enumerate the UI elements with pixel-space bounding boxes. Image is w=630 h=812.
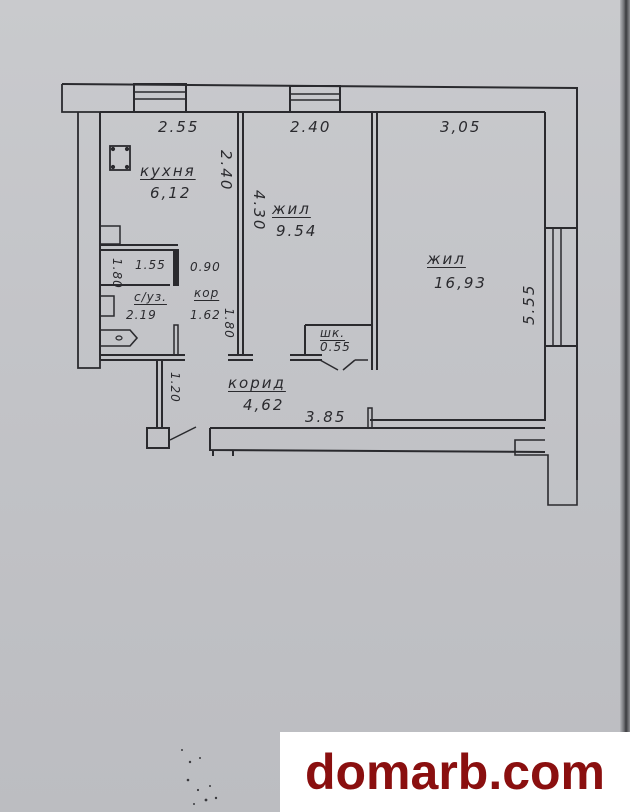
living1-depth: 4.30	[250, 190, 268, 232]
window-living1-icon	[289, 85, 341, 113]
window-kitchen-icon	[133, 83, 187, 113]
hallway-small-label: кор	[194, 286, 220, 300]
scan-edge	[620, 0, 630, 812]
living2-width: 3,05	[440, 118, 482, 136]
stove-icon	[109, 145, 131, 171]
living1-label: жил	[272, 200, 311, 218]
watermark-banner: domarb.com	[280, 732, 630, 812]
corridor-label: корид	[228, 374, 286, 392]
outer-wall-top-right	[61, 83, 578, 480]
entry-depth: 1.20	[168, 372, 182, 403]
wc-label: с/уз.	[134, 290, 167, 304]
bath-area: 1.55	[135, 258, 166, 272]
closet-label: шк.	[320, 326, 346, 340]
window-living2-icon	[544, 227, 578, 347]
watermark-text: domarb.com	[304, 744, 606, 800]
living1-area: 9.54	[276, 222, 318, 240]
hallway-small-area: 1.62	[190, 308, 221, 322]
closet-area: 0.55	[320, 340, 351, 354]
hallway-small-width: 0.90	[190, 260, 221, 274]
toilet-icon	[99, 329, 139, 347]
corridor-area: 4,62	[243, 396, 285, 414]
corridor-width: 3.85	[305, 408, 347, 426]
bath-depth: 1.80	[110, 258, 124, 289]
living2-label: жил	[427, 250, 466, 268]
kitchen-label: кухня	[140, 162, 196, 180]
kitchen-width: 2.55	[158, 118, 200, 136]
wc-area: 2.19	[126, 308, 157, 322]
living2-area: 16,93	[434, 274, 487, 292]
hallway-small-depth: 1.80	[222, 308, 236, 339]
living1-width: 2.40	[290, 118, 332, 136]
kitchen-depth: 2.40	[217, 150, 235, 192]
kitchen-area: 6,12	[150, 184, 192, 202]
living2-depth: 5.55	[520, 283, 538, 325]
scan-specks	[181, 749, 218, 805]
